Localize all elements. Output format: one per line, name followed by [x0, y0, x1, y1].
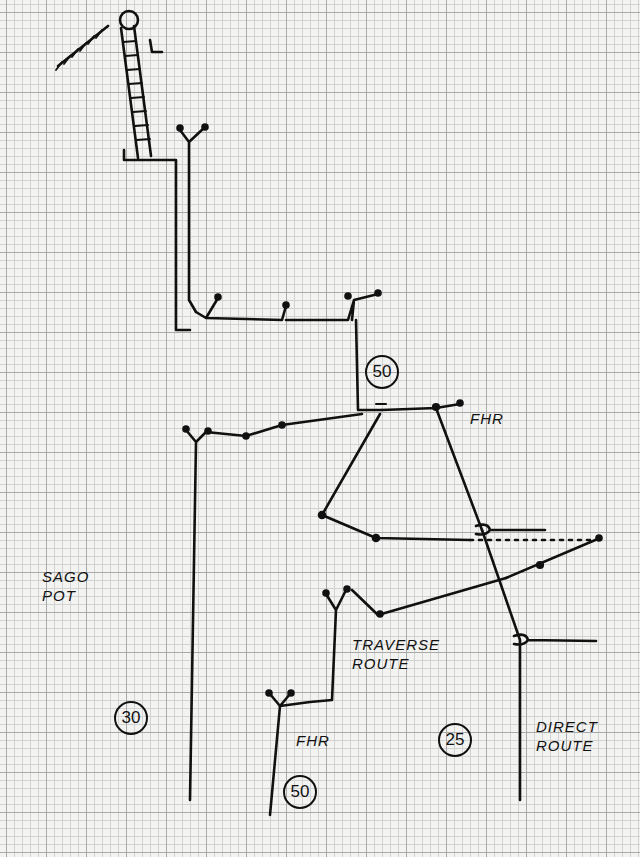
anchor [373, 535, 379, 541]
ladder-rungs [123, 41, 150, 140]
anchor [376, 291, 381, 296]
anchor [216, 295, 221, 300]
anchor [203, 125, 208, 130]
rope [506, 538, 600, 578]
dotted-line [470, 539, 596, 542]
rope [382, 404, 482, 530]
anchor [433, 404, 439, 410]
route-note: DIRECT ROUTE [536, 718, 598, 756]
anchor [178, 126, 183, 131]
anchor [345, 587, 350, 592]
anchor [267, 691, 272, 696]
rope [322, 414, 470, 540]
anchor [537, 562, 543, 568]
callout-number: 30 [122, 708, 141, 728]
anchor [319, 512, 325, 518]
callout-circle: 30 [114, 701, 148, 735]
knot [376, 403, 386, 405]
route-note: FHR [296, 732, 330, 751]
shaft-wall [124, 150, 190, 330]
anchor [206, 429, 211, 434]
traverse-line [196, 294, 378, 320]
anchor [184, 427, 189, 432]
anchor [378, 612, 383, 617]
callout-circle: 50 [283, 775, 317, 809]
anchor [458, 401, 463, 406]
anchor [597, 536, 602, 541]
surface-hatch [56, 30, 102, 70]
rope [352, 578, 506, 615]
rope [514, 635, 596, 645]
rope [270, 590, 346, 815]
route-note: SAGO POT [42, 568, 89, 606]
shaft-lip [150, 40, 162, 52]
anchor [324, 591, 329, 596]
rope [476, 525, 545, 535]
callout-number: 50 [373, 362, 392, 382]
anchor [346, 294, 351, 299]
anchor [289, 691, 294, 696]
callout-number: 50 [291, 782, 310, 802]
rope [482, 530, 520, 800]
callout-number: 25 [446, 730, 465, 750]
anchor [280, 423, 285, 428]
anchor [284, 303, 289, 308]
callout-circle: 50 [365, 355, 399, 389]
route-note: TRAVERSE ROUTE [352, 636, 440, 674]
route-note: FHR [470, 410, 504, 429]
anchor [244, 434, 249, 439]
rope [180, 128, 204, 312]
callout-circle: 25 [438, 723, 472, 757]
ladder-rails [121, 26, 151, 158]
